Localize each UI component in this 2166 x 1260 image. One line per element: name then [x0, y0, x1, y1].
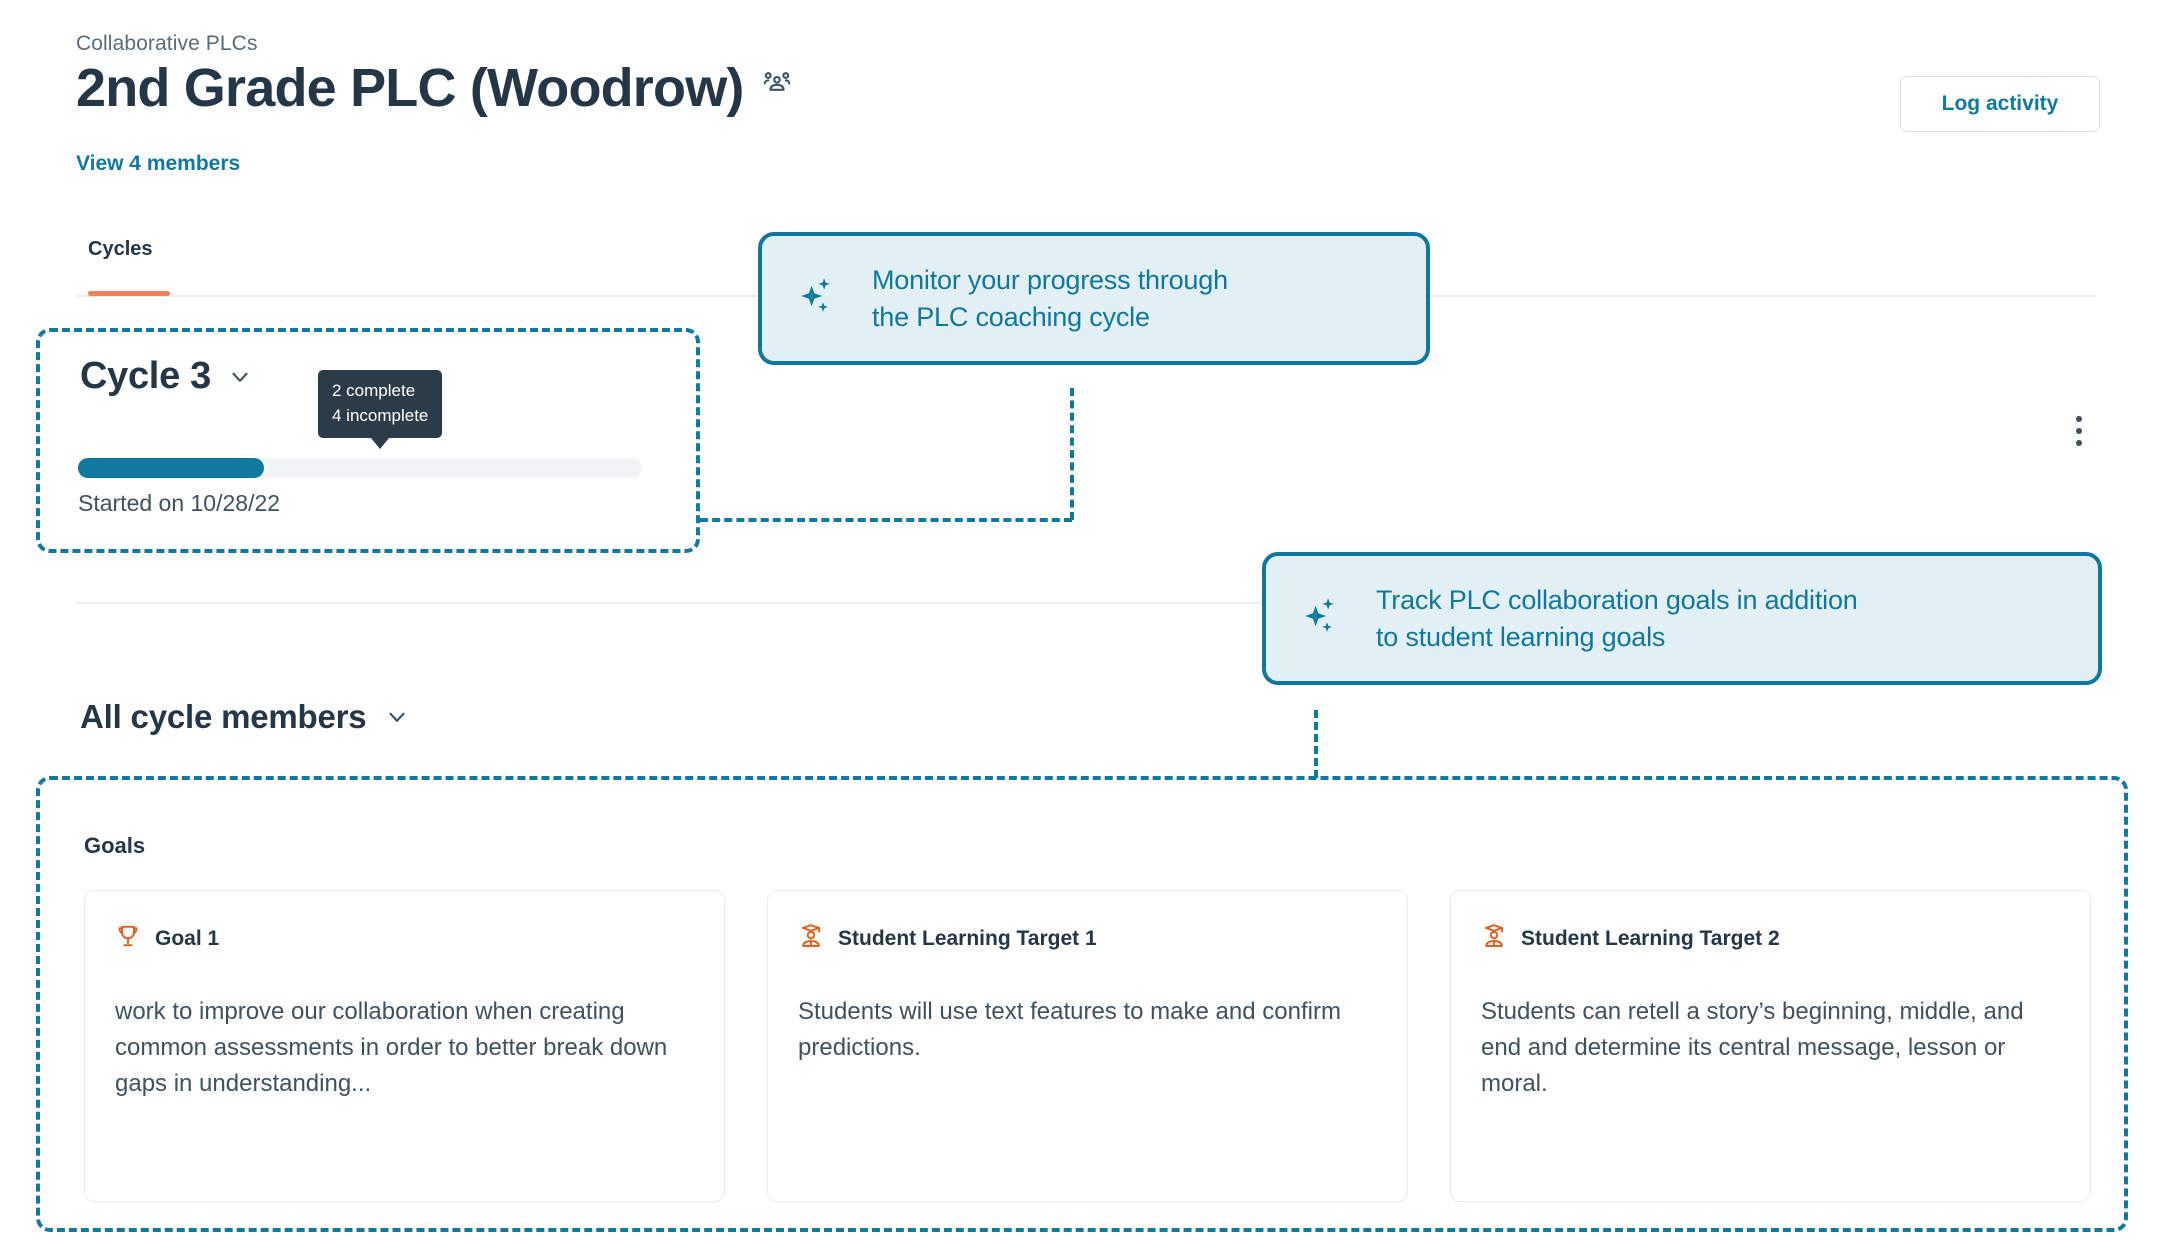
kebab-dot: [2076, 416, 2082, 422]
goal-card-body: Students can retell a story’s beginning,…: [1481, 998, 2024, 1097]
cycle-title: Cycle 3: [80, 355, 211, 397]
goal-card-header: Goal 1: [115, 923, 694, 954]
goal-card-body: Students will use text features to make …: [798, 998, 1341, 1061]
goal-card[interactable]: Student Learning Target 2 Students can r…: [1450, 890, 2091, 1202]
cycle-started-date: Started on 10/28/22: [78, 490, 281, 516]
callout-2-connector-vertical: [1314, 710, 1318, 778]
tooltip-complete-count: 2 complete: [332, 381, 416, 400]
cycle-progress-tooltip: 2 complete 4 incomplete: [318, 370, 443, 450]
tooltip-incomplete-count: 4 incomplete: [332, 405, 429, 425]
callout-track-goals: Track PLC collaboration goals in additio…: [1262, 552, 2102, 686]
group-people-icon: [762, 68, 792, 108]
goals-section-label: Goals: [84, 833, 146, 858]
all-cycle-members-label: All cycle members: [80, 698, 367, 735]
callout-line-2: to student learning goals: [1376, 621, 1666, 652]
goal-card-header: Student Learning Target 1: [798, 923, 1377, 954]
callout-text: Track PLC collaboration goals in additio…: [1376, 582, 1858, 655]
page-title-row: 2nd Grade PLC (Woodrow): [76, 58, 792, 118]
all-cycle-members-selector[interactable]: All cycle members: [80, 698, 410, 736]
cycle-progress-bar: [78, 458, 642, 478]
callout-1-connector-vertical: [1070, 388, 1074, 520]
trophy-icon: [115, 923, 141, 954]
kebab-menu-icon[interactable]: [2076, 416, 2082, 452]
callout-line-1: Monitor your progress through: [872, 265, 1228, 295]
kebab-dot: [2076, 440, 2082, 446]
callout-line-2: the PLC coaching cycle: [872, 301, 1150, 332]
callout-1-connector-horizontal: [700, 518, 1072, 522]
goal-card-title: Student Learning Target 2: [1521, 926, 1780, 950]
goal-card-body: work to improve our collaboration when c…: [115, 998, 668, 1097]
goal-card[interactable]: Student Learning Target 1 Students will …: [767, 890, 1408, 1202]
goal-card-title: Student Learning Target 1: [838, 926, 1097, 950]
section-divider: [76, 602, 2096, 604]
tab-active-indicator: [88, 291, 170, 296]
goal-card-title: Goal 1: [155, 926, 220, 950]
callout-line-1: Track PLC collaboration goals in additio…: [1376, 585, 1858, 615]
chevron-down-icon[interactable]: [227, 364, 253, 390]
goal-card[interactable]: Goal 1 work to improve our collaboration…: [84, 890, 725, 1202]
callout-text: Monitor your progress through the PLC co…: [872, 262, 1228, 335]
cycle-header[interactable]: Cycle 3: [80, 355, 253, 398]
breadcrumb[interactable]: Collaborative PLCs: [76, 32, 258, 55]
page-title: 2nd Grade PLC (Woodrow): [76, 58, 744, 118]
kebab-dot: [2076, 428, 2082, 434]
chevron-down-icon[interactable]: [384, 704, 410, 730]
cycle-progress-fill: [78, 458, 265, 478]
sparkle-icon: [796, 271, 846, 326]
view-members-link[interactable]: View 4 members: [76, 152, 241, 175]
student-graduate-icon: [1481, 923, 1507, 954]
tab-cycles[interactable]: Cycles: [88, 238, 153, 260]
log-activity-button[interactable]: Log activity: [1900, 76, 2100, 132]
goal-card-header: Student Learning Target 2: [1481, 923, 2060, 954]
goal-card-list: Goal 1 work to improve our collaboration…: [84, 890, 2091, 1202]
student-graduate-icon: [798, 923, 824, 954]
sparkle-icon: [1300, 591, 1350, 646]
callout-monitor-progress: Monitor your progress through the PLC co…: [758, 232, 1430, 366]
